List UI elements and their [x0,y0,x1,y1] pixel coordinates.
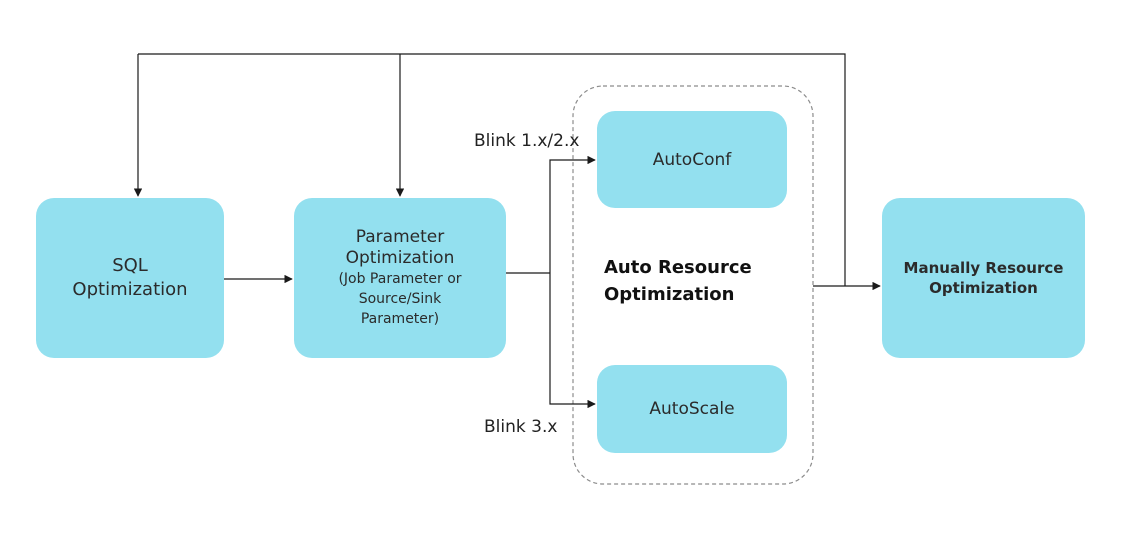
auto-resource-group-border [572,85,814,485]
parameter-optimization-node: Parameter Optimization (Job Parameter or… [294,198,506,358]
edge-label-blink-1x-2x: Blink 1.x/2.x [474,131,580,151]
group-label-line-1: Auto Resource [604,257,752,278]
autoconf-node: AutoConf [597,111,787,208]
parameter-node-sub-1: (Job Parameter or [338,271,462,287]
autoscale-node-label: AutoScale [649,399,735,419]
autoscale-node: AutoScale [597,365,787,453]
sql-node-line-2: Optimization [72,279,188,300]
manual-node-line-2: Optimization [929,279,1038,297]
parameter-node-title-1: Parameter [355,227,445,247]
group-label-line-2: Optimization [604,284,735,305]
manual-node-line-1: Manually Resource [903,259,1064,277]
parameter-node-sub-2: Source/Sink [358,291,442,307]
edge-feedback-loop [138,53,846,286]
sql-optimization-node: SQL Optimization [36,198,224,358]
manual-resource-optimization-node: Manually Resource Optimization [882,198,1085,358]
parameter-node-title-2: Optimization [345,248,455,268]
auto-resource-optimization-label: Auto Resource Optimization [604,254,752,308]
autoconf-node-label: AutoConf [652,149,732,170]
edge-label-blink-3x: Blink 3.x [484,417,558,437]
parameter-node-sub-3: Parameter) [360,311,440,327]
sql-node-line-1: SQL [112,255,148,276]
edge-split-to-autoscale [549,273,596,409]
edge-split-to-autoconf [549,155,596,273]
